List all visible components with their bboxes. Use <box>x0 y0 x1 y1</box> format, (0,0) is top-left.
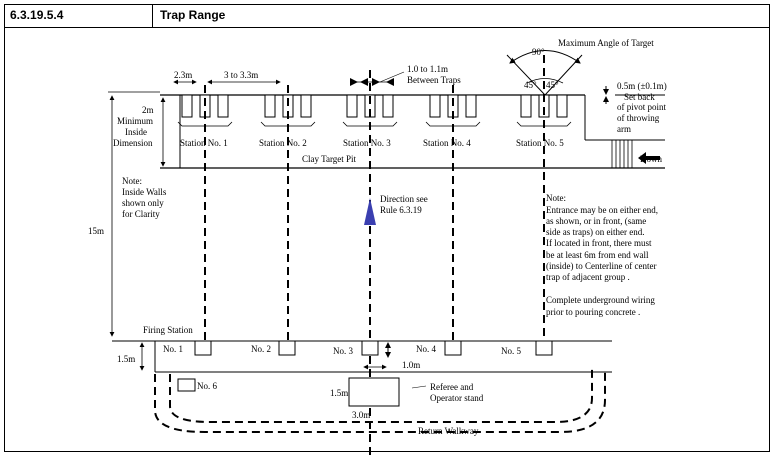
angle-90-label: 90° <box>532 47 545 57</box>
down-arrow-icon <box>638 152 660 164</box>
dim-min-3: Dimension <box>113 138 153 148</box>
svg-text:side as traps) on either end.: side as traps) on either end. <box>546 227 644 237</box>
dim-3-to-3-3m: 3 to 3.3m <box>224 70 258 80</box>
section-number: 6.3.19.5.4 <box>10 8 64 22</box>
firing-no-4: No. 4 <box>416 344 436 354</box>
firing-no-1: No. 1 <box>163 344 183 354</box>
referee-2: Operator stand <box>430 393 484 403</box>
max-angle-label: Maximum Angle of Target <box>558 38 654 48</box>
no-6-label: No. 6 <box>197 381 217 391</box>
return-walkway-outer <box>154 368 606 433</box>
dim-2m: 2m <box>142 105 154 115</box>
setback-1: 0.5m (±0.1m) <box>617 81 667 91</box>
down-label: Down <box>640 154 662 164</box>
svg-text:Note:: Note: <box>546 193 566 203</box>
direction-2: Rule 6.3.19 <box>380 205 422 215</box>
svg-text:If located in front, there mus: If located in front, there must <box>546 238 652 248</box>
station-label-3: Station No. 3 <box>343 138 391 148</box>
dim-between-traps-2: Between Traps <box>407 75 461 85</box>
firing-no-5: No. 5 <box>501 346 521 356</box>
dim-15m: 15m <box>88 226 104 236</box>
svg-text:Entrance may be on either end: Entrance may be on either end, <box>546 205 658 215</box>
svg-text:trap of adjacent group .: trap of adjacent group . <box>546 272 630 282</box>
note-left-2: Inside Walls <box>122 187 167 197</box>
svg-text:Complete underground wiring: Complete underground wiring <box>546 295 655 305</box>
clay-target-pit-label: Clay Target Pit <box>302 154 357 164</box>
firing-no-2: No. 2 <box>251 344 271 354</box>
firing-no-3: No. 3 <box>333 346 353 356</box>
referee-1: Referee and <box>430 382 474 392</box>
angle-arc-45 <box>526 78 564 84</box>
center-lines <box>204 55 545 455</box>
trap-groups <box>181 94 568 118</box>
header-divider <box>152 4 153 28</box>
setback-4: of throwing <box>617 113 660 123</box>
dim-2-3m: 2.3m <box>174 70 192 80</box>
header-row: 6.3.19.5.4 Trap Range <box>4 4 770 28</box>
note-left-3: shown only <box>122 198 164 208</box>
setback-5: arm <box>617 124 631 134</box>
angle-45-left: 45° <box>524 80 537 90</box>
dim-between-traps-1: 1.0 to 1.1m <box>407 64 448 74</box>
setback-3: of pivot point <box>617 102 666 112</box>
station-label-4: Station No. 4 <box>423 138 471 148</box>
leader-referee <box>411 385 427 389</box>
dim-3-0m: 3.0m <box>352 410 370 420</box>
note-right: Note: Entrance may be on either end, as … <box>546 193 658 317</box>
between-traps-arrows <box>350 78 394 86</box>
dim-1-5m-stand: 1.5m <box>330 388 348 398</box>
setback-2: Set back <box>624 92 655 102</box>
dim-1-5m: 1.5m <box>117 354 135 364</box>
station-label-2: Station No. 2 <box>259 138 307 148</box>
trap-brackets <box>177 121 572 127</box>
return-walkway-inner <box>169 368 593 423</box>
svg-text:as shown, or in front, (same: as shown, or in front, (same <box>546 216 646 226</box>
dim-min-2: Inside <box>125 127 147 137</box>
station-label-5: Station No. 5 <box>516 138 564 148</box>
dim-min-1: Minimum <box>117 116 153 126</box>
station-label-1: Station No. 1 <box>180 138 228 148</box>
leader-between <box>379 71 405 83</box>
return-walkway-label: Return Walkway <box>418 426 479 436</box>
direction-1: Direction see <box>380 194 428 204</box>
svg-text:prior to pouring concrete .: prior to pouring concrete . <box>546 307 640 317</box>
section-title: Trap Range <box>160 8 226 22</box>
position-no-6 <box>177 378 196 392</box>
dim-1-0m: 1.0m <box>402 360 420 370</box>
firing-station-label: Firing Station <box>143 325 193 335</box>
angle-45-right: 45° <box>546 80 559 90</box>
direction-arrow-icon <box>364 198 376 225</box>
svg-text:be at least 6m from end wall: be at least 6m from end wall <box>546 250 649 260</box>
note-left-4: for Clarity <box>122 209 160 219</box>
firing-pads <box>194 340 553 356</box>
svg-text:(inside) to Centerline of cen: (inside) to Centerline of center <box>546 261 656 271</box>
diagram-frame <box>4 4 770 452</box>
note-left-1: Note: <box>122 176 142 186</box>
referee-stand <box>348 377 400 407</box>
stairs <box>611 140 633 168</box>
angle-arc-90 <box>509 50 581 64</box>
